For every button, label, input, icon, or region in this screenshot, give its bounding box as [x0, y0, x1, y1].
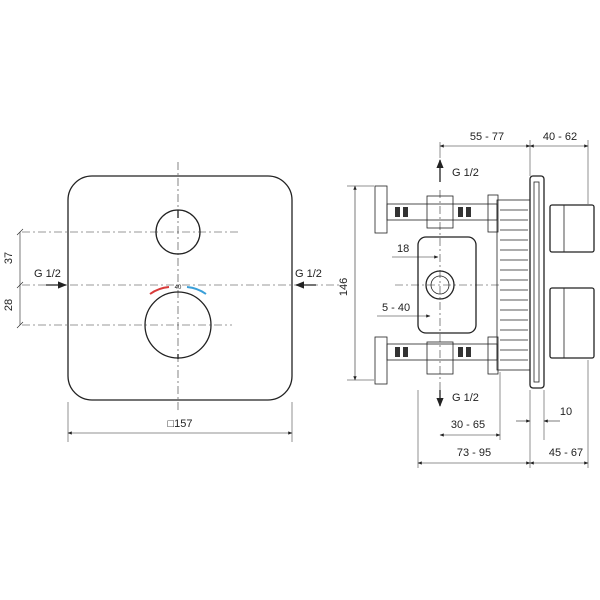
dim-28: 28	[3, 299, 15, 311]
valve-hub-inner	[430, 275, 450, 295]
wall-plate	[529, 175, 545, 389]
dim-30-65: 30 - 65	[451, 419, 485, 431]
dim-40-62: 40 - 62	[543, 131, 577, 143]
outlet-top-label: G 1/2	[452, 167, 479, 179]
valve-body	[417, 236, 477, 334]
front-view: 40 G 1/2 G 1/2 37 28 □157	[3, 162, 340, 442]
dim-45-67: 45 - 67	[549, 447, 583, 459]
side-view: G 1/2 G 1/2 146 18 5 - 40 55 - 77 40 - 6…	[338, 131, 595, 468]
cold-arc	[186, 286, 207, 295]
cover-plate	[67, 175, 293, 401]
valve-hub-outer	[425, 270, 455, 300]
dim-18: 18	[397, 243, 409, 255]
lower-pipe-assembly	[374, 336, 499, 385]
dial-mark-40: 40	[175, 285, 182, 291]
wall-plate-inner	[533, 181, 540, 383]
outlet-bottom-label: G 1/2	[452, 392, 479, 404]
upper-pipe-assembly	[374, 185, 499, 234]
dim-5-40: 5 - 40	[382, 302, 410, 314]
diverter-handle-side	[549, 204, 595, 253]
dim-146: 146	[338, 278, 350, 296]
dim-55-77: 55 - 77	[470, 131, 504, 143]
dim-10: 10	[560, 406, 572, 418]
threaded-sleeve	[496, 199, 531, 371]
dim-157: □157	[168, 418, 193, 430]
dim-37: 37	[3, 252, 15, 264]
hot-arc	[149, 286, 170, 295]
inlet-right-label: G 1/2	[295, 268, 322, 280]
thermostat-handle-side	[549, 287, 595, 359]
inlet-left-label: G 1/2	[34, 268, 61, 280]
dim-73-95: 73 - 95	[457, 447, 491, 459]
